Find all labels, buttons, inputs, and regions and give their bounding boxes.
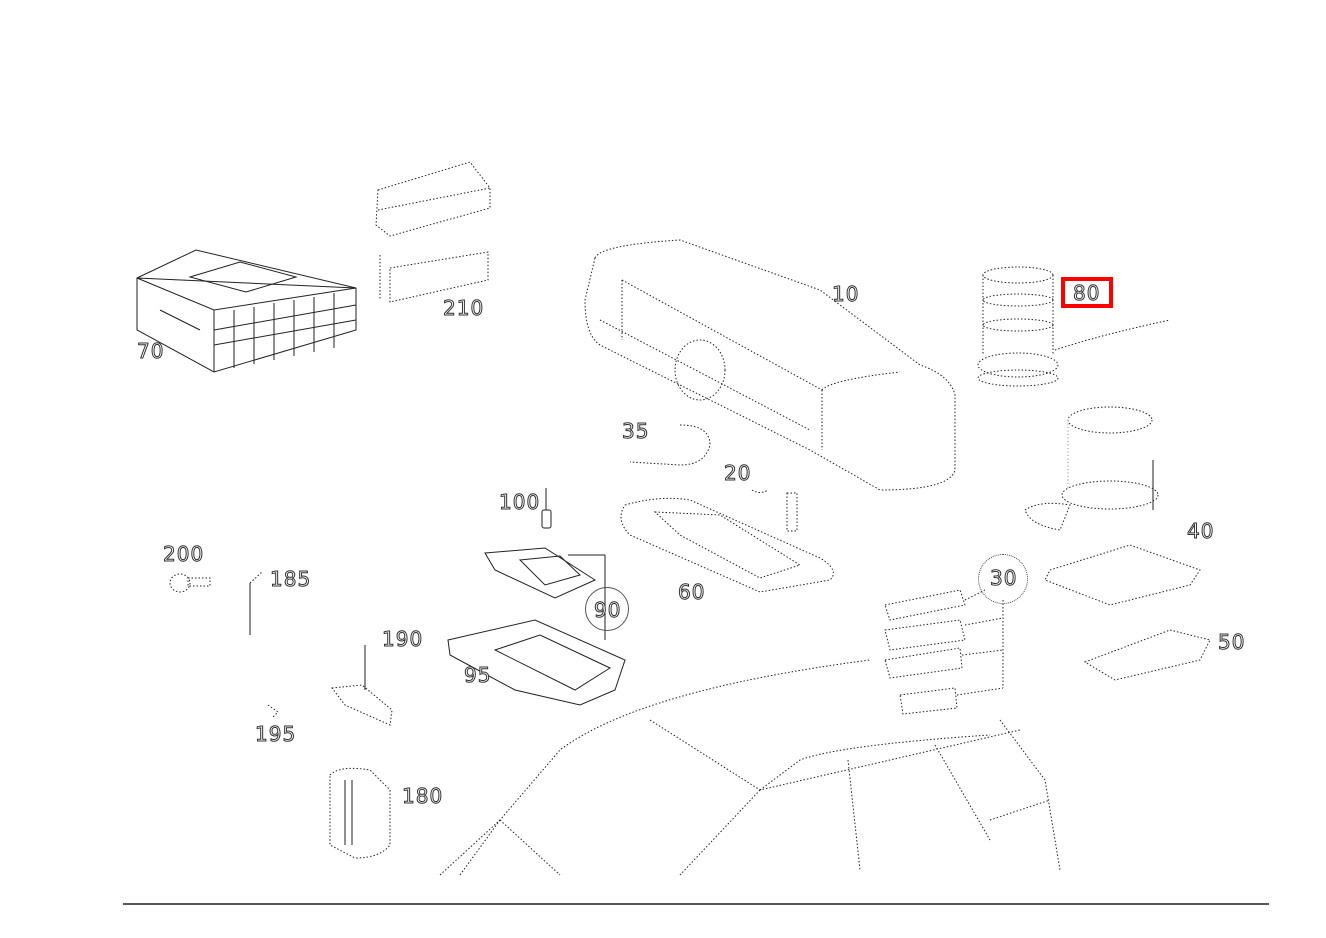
part-label-100[interactable]: 100 [498,490,541,514]
part-190-bracket[interactable] [331,645,393,726]
part-label-30[interactable]: 30 [989,566,1018,590]
part-90-mount-plate[interactable] [484,547,606,640]
part-20-bolt[interactable] [751,489,798,532]
part-35-clamp[interactable] [629,424,711,466]
part-185-rod[interactable] [249,571,263,635]
part-label-50[interactable]: 50 [1217,630,1246,654]
part-30-connectors[interactable] [884,589,1004,715]
part-60-bracket-plate[interactable] [620,497,834,593]
part-label-185[interactable]: 185 [269,567,312,591]
part-40-beacon-mount[interactable] [1024,406,1201,606]
part-label-195[interactable]: 195 [254,722,297,746]
vehicle-outline [439,659,1061,876]
part-label-180[interactable]: 180 [401,784,444,808]
part-95-mount-frame[interactable] [447,619,626,706]
part-label-210[interactable]: 210 [442,296,485,320]
part-180-holder[interactable] [329,767,391,859]
part-label-10[interactable]: 10 [831,282,860,306]
part-210-connectors[interactable] [375,161,491,303]
highlight-box-part-80[interactable] [1061,277,1113,308]
part-label-90[interactable]: 90 [593,598,622,622]
part-label-20[interactable]: 20 [723,461,752,485]
part-80-beacon[interactable] [977,266,1171,387]
callout-circle-30 [978,554,1028,604]
part-50-bracket[interactable] [1083,629,1211,681]
part-label-95[interactable]: 95 [463,663,492,687]
part-10-light-bar[interactable] [584,239,956,491]
part-label-80[interactable]: 80 [1072,281,1101,305]
part-label-35[interactable]: 35 [621,419,650,443]
part-label-40[interactable]: 40 [1186,519,1215,543]
part-195-clip[interactable] [267,704,279,719]
part-label-200[interactable]: 200 [162,542,205,566]
part-100-rivet[interactable] [541,488,552,529]
part-70-control-unit[interactable] [136,249,357,373]
part-label-60[interactable]: 60 [677,580,706,604]
callout-circle-90 [585,587,629,631]
part-200-cable-tie[interactable] [169,573,211,593]
footer-divider [123,903,1269,905]
part-label-70[interactable]: 70 [136,339,165,363]
part-label-190[interactable]: 190 [381,627,424,651]
